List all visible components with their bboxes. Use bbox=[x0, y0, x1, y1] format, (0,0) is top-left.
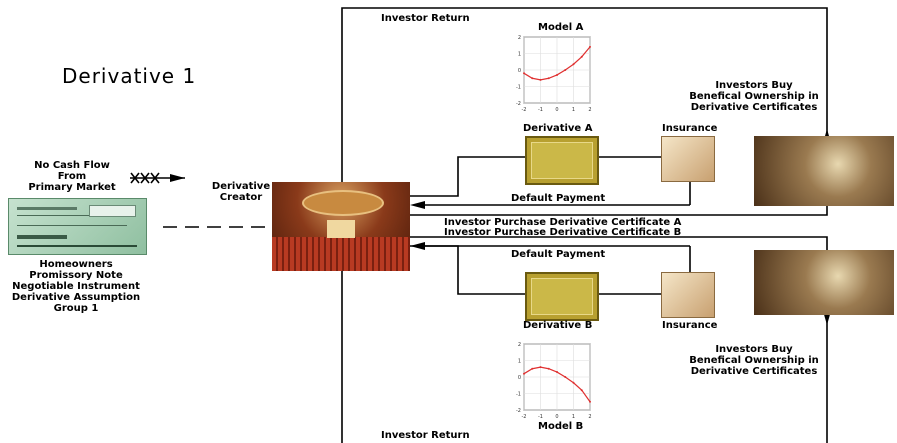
model-b-curve-point bbox=[556, 371, 558, 374]
model-a-curve-point bbox=[556, 73, 558, 76]
purchase-a-label: Investor Purchase Derivative Certificate… bbox=[444, 217, 682, 228]
derivative-b-label: Derivative B bbox=[523, 320, 593, 331]
promissory-note-image bbox=[8, 198, 147, 255]
insurance-b-label: Insurance bbox=[662, 320, 718, 331]
no-cash-flow-arrowhead bbox=[170, 174, 185, 182]
model-b-curve-point bbox=[539, 366, 542, 369]
model-a-curve-point bbox=[580, 55, 583, 58]
model-b-curve-point bbox=[523, 372, 525, 375]
model-b-x-tick-label: 0 bbox=[555, 414, 558, 420]
model-b-x-tick-label: 2 bbox=[588, 414, 591, 420]
no-cash-flow-label: No Cash Flow From Primary Market bbox=[28, 160, 116, 193]
model-b-curve-point bbox=[589, 400, 591, 403]
insurance-a-image bbox=[661, 136, 715, 182]
model-b-y-tick-label: -2 bbox=[516, 408, 521, 414]
insurance-b-image bbox=[661, 272, 715, 318]
model-b-y-tick-label: 1 bbox=[518, 359, 521, 365]
derivative-a-label: Derivative A bbox=[523, 123, 593, 134]
model-a-y-tick-label: 0 bbox=[518, 68, 521, 74]
model-a-curve-point bbox=[547, 77, 550, 80]
no-cash-flow-x-marks bbox=[130, 172, 160, 184]
model-b-x-tick-label: 1 bbox=[572, 414, 575, 420]
investors-top-image bbox=[754, 136, 894, 206]
model-a-y-tick-label: -1 bbox=[516, 85, 521, 91]
model-a-x-tick-label: 2 bbox=[588, 107, 591, 113]
diagram-title: Derivative 1 bbox=[62, 64, 197, 88]
model-b-curve-point bbox=[547, 367, 550, 370]
model-b-curve-point bbox=[572, 381, 575, 384]
model-a-label: Model A bbox=[538, 22, 584, 33]
model-a-curve-point bbox=[523, 72, 525, 75]
model-b-plot: -2 -1 0 1 2 2 1 0 -1 -2 bbox=[516, 342, 592, 420]
purchase-b-label: Investor Purchase Derivative Certificate… bbox=[444, 227, 682, 238]
model-b-y-tick-label: -1 bbox=[516, 392, 521, 398]
derivative-creator-image bbox=[272, 182, 410, 271]
model-a-curve-point bbox=[539, 78, 542, 81]
model-a-x-tick-label: -1 bbox=[538, 107, 543, 113]
default-payment-b-arrowhead bbox=[410, 242, 425, 250]
model-b-y-tick-label: 2 bbox=[518, 342, 521, 348]
investors-bottom-image bbox=[754, 250, 894, 315]
model-b-curve-point bbox=[531, 367, 534, 370]
investors-top-label: Investors Buy Benefical Ownership in Der… bbox=[689, 80, 819, 113]
investors-bottom-label: Investors Buy Benefical Ownership in Der… bbox=[689, 344, 819, 377]
model-a-curve-point bbox=[531, 77, 534, 80]
model-a-curve-point bbox=[564, 69, 567, 71]
investor-return-bottom-label: Investor Return bbox=[381, 430, 470, 441]
model-a-x-tick-label: 1 bbox=[572, 107, 575, 113]
model-a-x-tick-label: -2 bbox=[522, 107, 527, 113]
model-a-y-tick-label: -2 bbox=[516, 101, 521, 107]
default-payment-a-label: Default Payment bbox=[511, 193, 606, 204]
investor-return-top-label: Investor Return bbox=[381, 13, 470, 24]
model-a-curve-point bbox=[572, 63, 575, 66]
default-payment-a-arrowhead bbox=[410, 201, 425, 209]
derivative-b-certificate-image bbox=[525, 272, 599, 321]
model-b-curve-point bbox=[580, 389, 583, 392]
homeowners-label: Homeowners Promissory Note Negotiable In… bbox=[11, 259, 141, 314]
model-a-plot: -2 -1 0 1 2 2 1 0 -1 -2 bbox=[516, 35, 592, 113]
default-payment-b-label: Default Payment bbox=[511, 249, 606, 260]
model-b-y-tick-label: 0 bbox=[518, 375, 521, 381]
model-a-y-tick-label: 1 bbox=[518, 52, 521, 58]
model-b-x-tick-label: -1 bbox=[538, 414, 543, 420]
derivative-creator-label: Derivative Creator bbox=[211, 181, 271, 203]
model-a-y-tick-label: 2 bbox=[518, 35, 521, 41]
derivative-a-certificate-image bbox=[525, 136, 599, 185]
insurance-a-label: Insurance bbox=[662, 123, 718, 134]
model-b-x-tick-label: -2 bbox=[522, 414, 527, 420]
model-b-curve-point bbox=[564, 376, 567, 378]
model-b-label: Model B bbox=[538, 421, 584, 432]
model-a-curve-point bbox=[589, 45, 591, 48]
model-a-x-tick-label: 0 bbox=[555, 107, 558, 113]
